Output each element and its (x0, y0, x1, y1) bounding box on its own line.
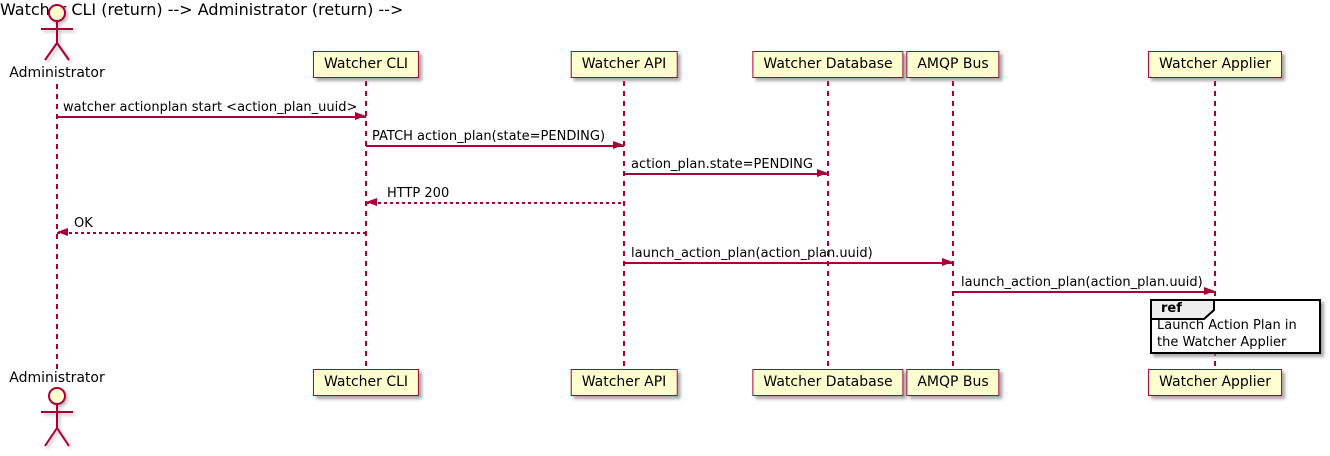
arrowhead-left-icon (366, 198, 377, 206)
participant-amqp-bus-top: AMQP Bus (906, 51, 1000, 78)
message-label: watcher actionplan start <action_plan_uu… (63, 100, 358, 115)
actor-icon (41, 4, 73, 61)
lifeline-watcher-api (623, 81, 625, 369)
arrowhead-right-icon (942, 258, 953, 266)
arrowhead-right-icon (1204, 287, 1215, 295)
message-line (624, 262, 953, 264)
participant-watcher-applier-top: Watcher Applier (1148, 51, 1282, 78)
message-line (366, 145, 624, 147)
message-label: action_plan.state=PENDING (631, 157, 813, 172)
message-line (624, 173, 828, 175)
ref-keyword: ref (1161, 301, 1182, 316)
participant-watcher-cli-top: Watcher CLI (312, 51, 420, 78)
actor-label-administrator-top: Administrator (9, 65, 105, 81)
lifeline-administrator (56, 84, 58, 369)
participant-watcher-database-bottom: Watcher Database (752, 369, 904, 396)
participant-watcher-api-top: Watcher API (570, 51, 678, 78)
actor-label-administrator-bottom: Administrator (9, 370, 105, 386)
actor-icon (41, 387, 73, 447)
lifeline-watcher-database (827, 81, 829, 369)
lifeline-amqp-bus (952, 81, 954, 369)
message-line (57, 116, 366, 118)
participant-watcher-cli-bottom: Watcher CLI (312, 369, 420, 396)
lifeline-watcher-cli (365, 81, 367, 369)
message-line (953, 291, 1215, 293)
message-line-dashed (366, 202, 624, 204)
ref-tab-shape (1150, 299, 1215, 320)
ref-fragment: ref Launch Action Plan in the Watcher Ap… (1150, 299, 1321, 354)
message-label: launch_action_plan(action_plan.uuid) (631, 246, 873, 261)
message-label: PATCH action_plan(state=PENDING) (372, 129, 606, 144)
arrowhead-right-icon (817, 169, 828, 177)
message-label: HTTP 200 (387, 186, 450, 201)
arrowhead-right-icon (355, 112, 366, 120)
participant-watcher-database-top: Watcher Database (752, 51, 904, 78)
ref-text: Launch Action Plan in the Watcher Applie… (1157, 318, 1297, 350)
arrowhead-left-icon (57, 228, 68, 236)
arrowhead-right-icon (613, 141, 624, 149)
message-line-dashed (57, 232, 366, 234)
lifeline-watcher-applier (1214, 81, 1216, 369)
participant-watcher-api-bottom: Watcher API (570, 369, 678, 396)
participant-watcher-applier-bottom: Watcher Applier (1148, 369, 1282, 396)
participant-amqp-bus-bottom: AMQP Bus (906, 369, 1000, 396)
message-label: launch_action_plan(action_plan.uuid) (961, 275, 1203, 290)
message-label: OK (74, 216, 93, 231)
